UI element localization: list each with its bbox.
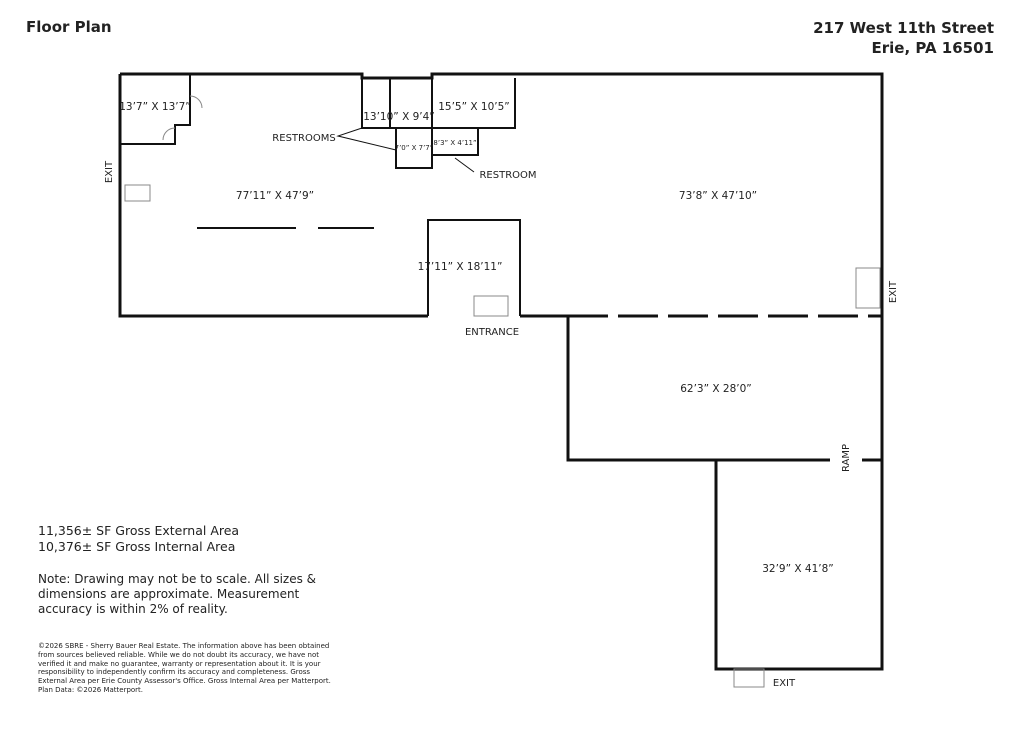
ramp-label: RAMP xyxy=(841,444,852,472)
exit-label: EXIT xyxy=(888,280,899,303)
property-address: 217 West 11th Street Erie, PA 16501 xyxy=(813,18,994,58)
gross-internal-area: 10,376± SF Gross Internal Area xyxy=(38,539,236,554)
entrance-label: ENTRANCE xyxy=(465,327,519,338)
room-label: 13’7” X 13’7” xyxy=(119,101,191,113)
address-line-1: 217 West 11th Street xyxy=(813,19,994,37)
gross-external-area: 11,356± SF Gross External Area xyxy=(38,523,240,538)
exit-stair-icon xyxy=(855,267,881,309)
address-line-2: Erie, PA 16501 xyxy=(871,39,994,57)
entrance-door-icon xyxy=(473,295,509,317)
room-label: 8’3” X 4’11” xyxy=(433,139,476,147)
doors xyxy=(124,95,881,688)
exit-label: EXIT xyxy=(773,678,796,689)
area-summary: 11,356± SF Gross External Area 10,376± S… xyxy=(38,523,239,555)
page-title: Floor Plan xyxy=(26,18,112,36)
door-icon xyxy=(189,95,203,109)
door-icon xyxy=(162,127,176,141)
room-label: 77’11” X 47’9” xyxy=(236,190,314,202)
scale-note: Note: Drawing may not be to scale. All s… xyxy=(38,572,317,616)
restroom-label: RESTROOM xyxy=(479,170,536,181)
interior-walls xyxy=(120,74,717,669)
disclaimer: ©2026 SBRE - Sherry Bauer Real Estate. T… xyxy=(38,642,331,694)
exit-stair-icon xyxy=(124,184,151,202)
exit-label: EXIT xyxy=(104,160,115,183)
room-label: 73’8” X 47’10” xyxy=(679,190,757,202)
exit-door-icon xyxy=(733,668,765,688)
room-label: 13’10” X 9’4” xyxy=(363,111,435,123)
room-label: 17’11” X 18’11” xyxy=(418,261,503,273)
room-label: 62’3” X 28’0” xyxy=(680,383,752,395)
room-label: 7’0” X 7’7” xyxy=(395,144,434,152)
room-label: 32’9” X 41’8” xyxy=(762,563,834,575)
restrooms-label: RESTROOMS xyxy=(272,133,335,144)
exterior-walls xyxy=(118,72,884,671)
room-label: 15’5” X 10’5” xyxy=(438,101,510,113)
leader-lines xyxy=(336,127,475,173)
